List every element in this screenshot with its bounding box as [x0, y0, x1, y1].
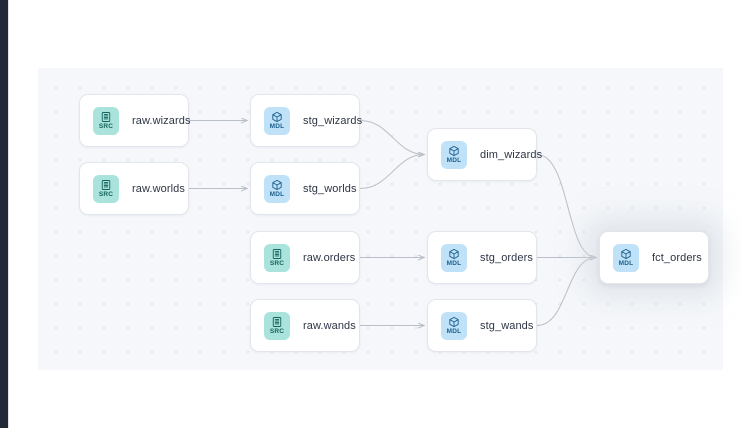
node-label: stg_worlds	[303, 182, 357, 195]
badge-text: MDL	[446, 157, 462, 164]
node-type-badge-src: SRC	[264, 311, 290, 340]
node-type-badge-src: SRC	[93, 174, 119, 203]
node-label: raw.worlds	[132, 182, 185, 195]
badge-text: SRC	[269, 328, 285, 335]
cube-icon	[620, 248, 632, 260]
cube-icon	[448, 316, 460, 328]
left-rail	[0, 0, 8, 428]
node-type-badge-mdl: MDL	[264, 106, 290, 135]
badge-text: MDL	[446, 260, 462, 267]
node-stg_orders[interactable]: MDL stg_orders	[427, 231, 537, 284]
database-icon	[100, 111, 112, 123]
node-type-badge-src: SRC	[264, 243, 290, 272]
node-label: raw.wizards	[132, 114, 191, 127]
node-type-badge-mdl: MDL	[441, 243, 467, 272]
node-type-badge-mdl: MDL	[441, 140, 467, 169]
badge-text: SRC	[98, 123, 114, 130]
node-raw_worlds[interactable]: SRC raw.worlds	[79, 162, 189, 215]
node-stg_wizards[interactable]: MDL stg_wizards	[250, 94, 363, 147]
node-fct_orders[interactable]: MDL fct_orders	[599, 231, 709, 284]
edge-stg-wands-to-fct-orders	[536, 258, 596, 326]
badge-text: SRC	[98, 191, 114, 198]
badge-text: SRC	[269, 260, 285, 267]
database-icon	[271, 316, 283, 328]
node-type-badge-src: SRC	[93, 106, 119, 135]
cube-icon	[271, 111, 283, 123]
node-label: raw.wands	[303, 319, 356, 332]
node-label: fct_orders	[652, 251, 702, 264]
cube-icon	[448, 248, 460, 260]
badge-text: MDL	[269, 123, 285, 130]
edge-stg-wizards-to-dim-wizards	[359, 120, 424, 155]
node-dim_wizards[interactable]: MDL dim_wizards	[427, 128, 542, 181]
node-type-badge-mdl: MDL	[613, 243, 639, 272]
node-raw_wands[interactable]: SRC raw.wands	[250, 299, 360, 352]
node-label: stg_orders	[480, 251, 533, 264]
badge-text: MDL	[618, 260, 634, 267]
node-stg_worlds[interactable]: MDL stg_worlds	[250, 162, 360, 215]
node-raw_wizards[interactable]: SRC raw.wizards	[79, 94, 191, 147]
node-type-badge-mdl: MDL	[264, 174, 290, 203]
edge-stg-worlds-to-dim-wizards	[359, 155, 424, 189]
database-icon	[271, 248, 283, 260]
node-label: raw.orders	[303, 251, 356, 264]
badge-text: MDL	[446, 328, 462, 335]
node-label: stg_wands	[480, 319, 534, 332]
node-raw_orders[interactable]: SRC raw.orders	[250, 231, 360, 284]
node-label: dim_wizards	[480, 148, 543, 161]
cube-icon	[448, 145, 460, 157]
node-label: stg_wizards	[303, 114, 363, 127]
edge-dim-wizards-to-fct-orders	[536, 154, 596, 258]
badge-text: MDL	[269, 191, 285, 198]
left-rail-divider	[8, 0, 9, 428]
node-stg_wands[interactable]: MDL stg_wands	[427, 299, 537, 352]
database-icon	[100, 179, 112, 191]
cube-icon	[271, 179, 283, 191]
node-type-badge-mdl: MDL	[441, 311, 467, 340]
